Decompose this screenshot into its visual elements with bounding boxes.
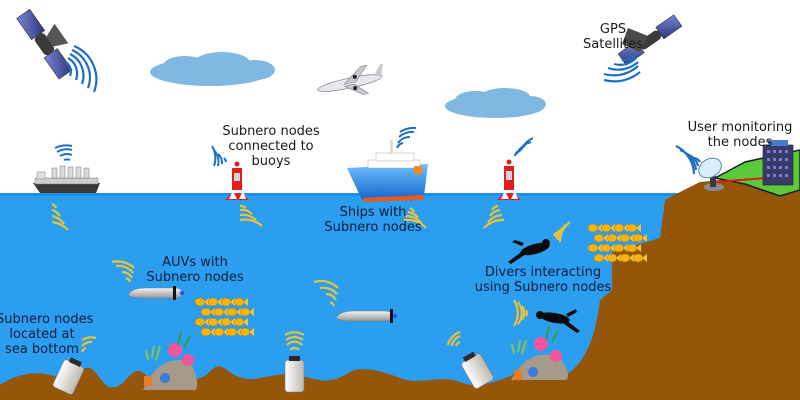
fish: [613, 223, 628, 233]
label-line: Ships with: [339, 205, 407, 220]
fish: [233, 297, 248, 307]
fish: [226, 327, 241, 337]
auv-right-signal-icon: [313, 279, 339, 307]
label-line: AUVs with: [162, 255, 228, 270]
label-ships: Ships with Subnero nodes: [318, 205, 428, 235]
fish: [619, 233, 634, 243]
label-line: located at: [9, 327, 75, 342]
fish: [213, 327, 228, 337]
label-line: Subnero nodes: [146, 270, 244, 285]
label-divers: Divers interacting using Subnero nodes: [468, 265, 618, 295]
satellite-left-icon: [16, 8, 73, 80]
fish: [233, 317, 248, 327]
satellite-dish-icon: [698, 157, 724, 191]
auv-left-icon: [127, 286, 184, 300]
fish: [226, 307, 241, 317]
auv-right-icon: [335, 309, 397, 323]
sea-surface-line: [0, 193, 700, 196]
cruise-ship-signal-icon: [396, 126, 417, 149]
auv-left-signal-icon: [111, 260, 135, 283]
cargo-ship-water-signal-icon: [51, 202, 69, 231]
seabed-node-2-icon: [284, 356, 305, 393]
label-buoy-nodes: Subnero nodes connected to buoys: [216, 124, 326, 169]
label-line: Divers interacting: [484, 265, 602, 280]
gps-dish: [622, 28, 648, 52]
label-gps-satellites: GPS Satellites: [583, 22, 643, 52]
fish: [632, 233, 647, 243]
buoy-right-icon: [497, 159, 521, 200]
fish-school-left-icon: [194, 297, 254, 337]
fish: [194, 317, 209, 327]
diver-bottom-icon: [536, 309, 580, 333]
label-line: GPS: [599, 22, 627, 37]
diver-top-icon: [508, 239, 550, 264]
seabed-node-3-icon: [461, 351, 494, 389]
fish: [239, 327, 254, 337]
fish: [207, 297, 222, 307]
buoy-left-icon: [225, 161, 249, 200]
fish: [239, 307, 254, 317]
cloud-right-icon: [445, 88, 546, 118]
airplane-icon: [317, 63, 383, 95]
label-auvs: AUVs with Subnero nodes: [145, 255, 245, 285]
buoy-left-signal-icon: [211, 145, 227, 167]
label-line: the nodes: [707, 135, 773, 150]
fish: [619, 253, 634, 263]
fish: [213, 307, 228, 317]
label-line: Subnero nodes: [324, 220, 422, 235]
fish: [587, 223, 602, 233]
buoy-right-water-signal-icon: [483, 204, 505, 229]
fish: [207, 317, 222, 327]
label-line: using Subnero nodes: [474, 280, 612, 295]
fish: [606, 253, 621, 263]
fish: [600, 223, 615, 233]
fish: [606, 233, 621, 243]
diver-bottom-signal-icon: [513, 299, 528, 327]
label-line: buoys: [251, 154, 291, 169]
cloud-left-icon: [150, 52, 275, 86]
label-user-monitoring: User monitoring the nodes: [680, 120, 800, 150]
coral-reef-left-icon: [143, 330, 198, 390]
seabed-node-3-signal-icon: [446, 330, 461, 347]
fish: [593, 233, 608, 243]
label-line: Satellites: [583, 37, 644, 52]
seabed-node-1-icon: [52, 357, 85, 395]
buoy-right-signal-icon: [514, 137, 534, 157]
label-line: connected to: [228, 139, 314, 154]
cargo-ship-icon: [33, 165, 100, 193]
diver-top-signal-icon: [552, 221, 571, 243]
fish: [632, 253, 647, 263]
fish: [220, 317, 235, 327]
cargo-ship-signal-icon: [54, 144, 73, 161]
link-line: [715, 177, 767, 183]
fish: [613, 243, 628, 253]
satellite-left-signal-icon: [65, 44, 98, 93]
satellite-gps-signal-icon: [603, 53, 641, 83]
buoy-left-water-signal-icon: [239, 204, 263, 227]
seabed: [0, 170, 800, 400]
fish: [626, 243, 641, 253]
label-line: Subnero nodes: [222, 124, 320, 139]
fish: [194, 297, 209, 307]
fish: [626, 223, 641, 233]
fish: [587, 243, 602, 253]
dish-signal-icon: [675, 145, 701, 175]
fish: [600, 243, 615, 253]
fish: [200, 307, 215, 317]
fish: [220, 297, 235, 307]
fish: [200, 327, 215, 337]
label-line: User monitoring: [687, 120, 793, 135]
cruise-ship-icon: [347, 140, 428, 202]
label-seabed-nodes: Subnero nodes located at sea bottom: [0, 312, 94, 357]
label-line: Subnero nodes: [0, 312, 94, 327]
fish: [593, 253, 608, 263]
seabed-node-1-signal-icon: [80, 336, 97, 353]
cruise-ship-water-signal-icon: [403, 206, 427, 229]
seabed-node-2-signal-icon: [284, 331, 305, 351]
label-line: sea bottom: [5, 342, 79, 357]
office-building-icon: [762, 140, 794, 186]
fish-school-right-icon: [587, 223, 647, 263]
coral-reef-right-icon: [511, 325, 568, 380]
